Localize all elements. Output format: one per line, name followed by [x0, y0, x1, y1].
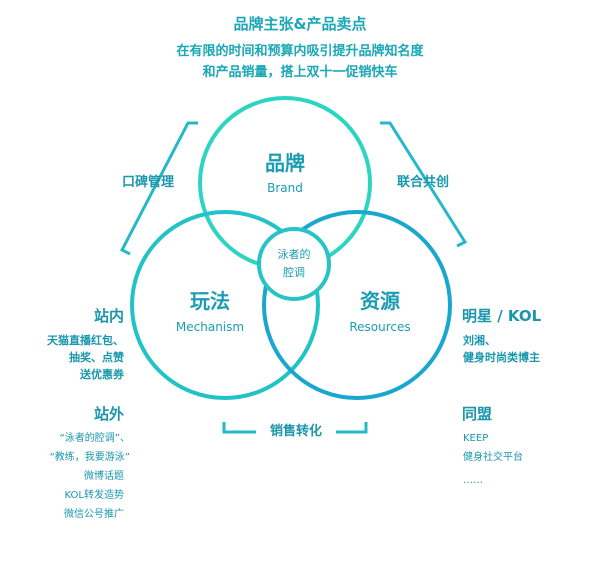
celebrity-item: 健身时尚类博主 — [463, 351, 540, 364]
header-subtitle-line1: 在有限的时间和预算内吸引提升品牌知名度 — [176, 44, 424, 59]
connector-right-label: 联合共创 — [396, 175, 449, 190]
resources-subtitle: Resources — [349, 320, 411, 334]
mechanism-subtitle: Mechanism — [175, 320, 245, 334]
right-bracket — [380, 121, 468, 248]
bottom-bracket-right — [336, 422, 368, 434]
onsite-item: 天猫直播红包、 — [47, 334, 124, 347]
offsite-item: 微博话题 — [84, 471, 124, 482]
alliance-item: 健身社交平台 — [463, 452, 523, 463]
onsite-heading: 站内 — [93, 307, 124, 325]
alliance-item: KEEP — [463, 433, 489, 444]
offsite-item: “泳者的腔调”、 — [59, 433, 130, 444]
bottom-bracket-left — [222, 422, 256, 434]
header-subtitle-line2: 和产品销量，搭上双十一促销快车 — [202, 65, 398, 80]
alliance-item: …… — [463, 475, 483, 486]
alliance-heading: 同盟 — [462, 405, 493, 423]
offsite-heading: 站外 — [93, 405, 124, 423]
header-title: 品牌主张&产品卖点 — [233, 15, 367, 33]
mechanism-title: 玩法 — [190, 289, 230, 313]
mechanism-circle — [130, 210, 320, 400]
celebrity-item: 刘湘、 — [463, 334, 496, 347]
center-circle — [257, 227, 331, 301]
offsite-item: 微信公号推广 — [64, 509, 124, 520]
connector-left-label: 口碑管理 — [121, 175, 174, 190]
offsite-item: “教练，我要游泳” — [49, 452, 130, 463]
onsite-item: 抽奖、点赞 — [69, 351, 124, 364]
center-label-line1: 泳者的 — [277, 248, 311, 261]
onsite-item: 送优惠券 — [80, 368, 124, 381]
center-label-line2: 腔调 — [283, 266, 305, 279]
brand-subtitle: Brand — [267, 181, 303, 195]
offsite-item: KOL转发造势 — [64, 490, 124, 501]
celebrity-heading: 明星 / KOL — [462, 307, 542, 325]
connector-bottom-label: 销售转化 — [269, 424, 322, 439]
resources-title: 资源 — [360, 289, 400, 313]
resources-circle — [262, 210, 452, 400]
left-bracket — [119, 121, 198, 256]
brand-title: 品牌 — [265, 151, 305, 175]
